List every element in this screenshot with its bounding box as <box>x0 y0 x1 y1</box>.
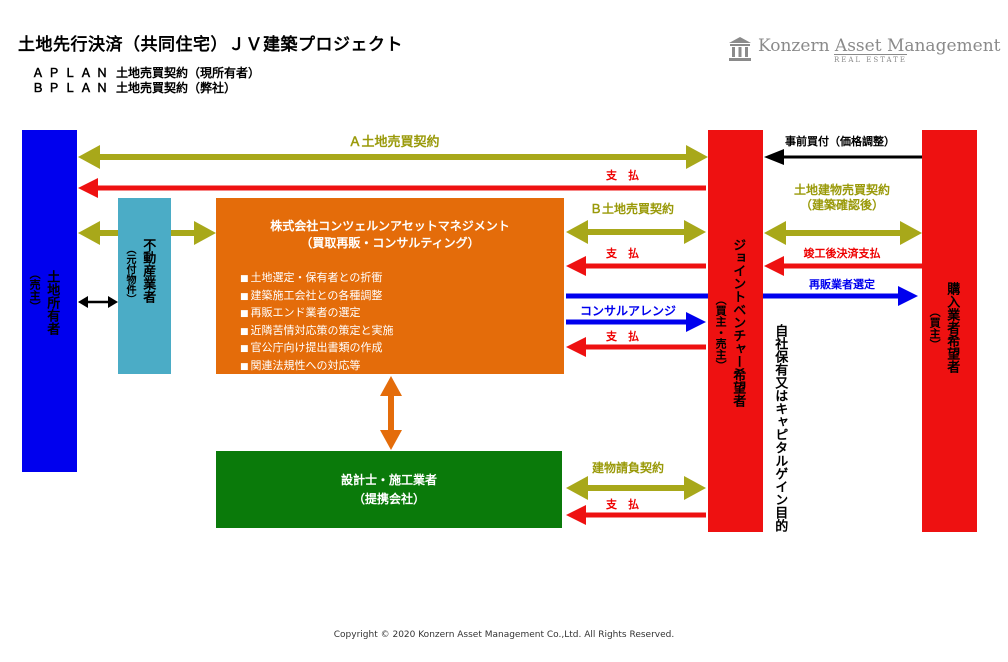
arrow-owner-realtor <box>78 296 118 308</box>
builder-title: 設計士・施工業者 （提携会社） <box>216 471 562 509</box>
arrow-consult <box>566 312 706 332</box>
owner-label: 土地所有者 <box>44 270 60 335</box>
buyer-label: 購入業者希望者 <box>944 282 960 373</box>
label-a-contract: Ａ土地売買契約 <box>348 135 440 150</box>
label-land-bldg-2: （建築確認後） <box>799 198 885 212</box>
realtor-label: 不動産業者 <box>140 238 156 303</box>
company-title-line1: 株式会社コンツェルンアセットマネジメント <box>270 219 510 233</box>
company-title-line2: （買取再販・コンサルティング） <box>300 236 480 250</box>
builder-line1: 設計士・施工業者 <box>340 473 437 487</box>
realtor-sub: （元付物件） <box>124 244 135 304</box>
label-payment-company-1: 支 払 <box>606 247 639 260</box>
node-joint-venture: ジョイントベンチャー希望者 （買主・売主） <box>708 130 763 532</box>
list-item: 近隣苦情対応策の策定と実施 <box>240 323 394 341</box>
node-land-owner: 土地所有者 （売主） <box>22 130 77 472</box>
node-realtor: 不動産業者 （元付物件） <box>118 198 171 374</box>
label-consult: コンサルアレンジ <box>580 304 677 318</box>
list-item: 建築施工会社との各種調整 <box>240 288 394 306</box>
plan-a-text: 土地売買契約（現所有者） <box>116 66 261 80</box>
builder-line2: （提携会社） <box>352 492 425 506</box>
building-columns-icon <box>729 37 751 61</box>
label-advance: 事前買付（価格調整） <box>785 135 895 148</box>
label-build-contract: 建物請負契約 <box>592 461 665 475</box>
company-services-list: 土地選定・保有者との折衝 建築施工会社との各種調整 再販エンド業者の選定 近隣苦… <box>240 270 394 375</box>
label-payment-company-2: 支 払 <box>606 330 639 343</box>
arrow-payment-company-2 <box>566 337 706 357</box>
arrow-settlement <box>764 256 922 276</box>
side-note: 自社保有又はキャピタルゲイン目的 <box>772 324 788 532</box>
list-item: 再販エンド業者の選定 <box>240 305 394 323</box>
jv-sub: （買主・売主） <box>714 294 728 371</box>
list-item: 官公庁向け提出書類の作成 <box>240 340 394 358</box>
company-title: 株式会社コンツェルンアセットマネジメント （買取再販・コンサルティング） <box>216 218 564 252</box>
arrow-a-contract <box>78 145 708 169</box>
arrow-b-contract <box>566 220 706 244</box>
jv-label: ジョイントベンチャー希望者 <box>730 238 746 407</box>
logo-name: Konzern Asset Management <box>758 36 1001 56</box>
copyright: Copyright © 2020 Konzern Asset Managemen… <box>333 630 675 640</box>
owner-sub: （売主） <box>28 268 42 312</box>
arrow-payment-company-1 <box>566 256 706 276</box>
plan-b-text: 土地売買契約（弊社） <box>116 81 237 95</box>
page-title: 土地先行決済（共同住宅）ＪＶ建築プロジェクト <box>18 35 403 55</box>
company-logo: Konzern Asset Management REAL ESTATE <box>726 36 1000 64</box>
arrow-company-builder <box>380 376 402 450</box>
list-item: 土地選定・保有者との折衝 <box>240 270 394 288</box>
plan-a-label: ＡＰＬＡＮ <box>32 66 113 80</box>
arrow-land-bldg-contract <box>764 221 922 245</box>
label-settlement: 竣工後決済支払 <box>803 247 881 260</box>
label-payment-builder: 支 払 <box>606 498 639 511</box>
label-resale: 再販業者選定 <box>809 278 875 291</box>
node-company: 株式会社コンツェルンアセットマネジメント （買取再販・コンサルティング） 土地選… <box>216 198 564 374</box>
plan-b-label: ＢＰＬＡＮ <box>32 81 113 95</box>
arrow-payment-builder <box>566 505 706 525</box>
label-payment-owner: 支 払 <box>606 169 639 182</box>
list-item: 関連法規性への対応等 <box>240 358 394 376</box>
arrow-build-contract <box>566 476 706 500</box>
arrow-payment-owner <box>78 178 706 198</box>
arrow-advance <box>764 149 922 165</box>
label-land-bldg-1: 土地建物売買契約 <box>793 183 891 197</box>
node-builder: 設計士・施工業者 （提携会社） <box>216 451 562 528</box>
node-buyer: 購入業者希望者 （買主） <box>922 130 977 532</box>
buyer-sub: （買主） <box>928 306 942 350</box>
label-b-contract: Ｂ土地売買契約 <box>590 202 675 216</box>
logo-sub: REAL ESTATE <box>834 54 907 64</box>
